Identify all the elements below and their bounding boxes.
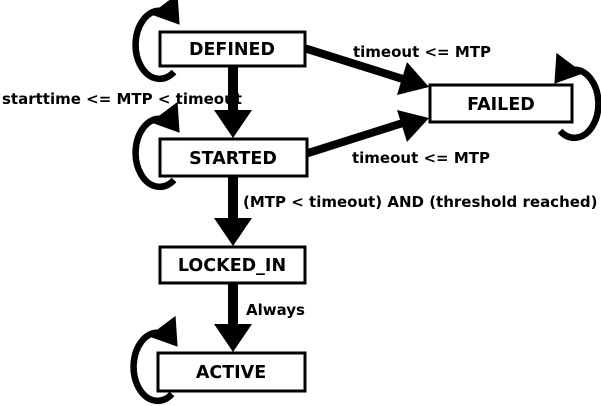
state-label-active: ACTIVE <box>196 363 266 383</box>
arrowhead-defined-to-started <box>214 110 252 138</box>
state-box-active <box>156 351 307 393</box>
edge-started-to-failed <box>303 118 408 158</box>
self-loop-failed <box>554 52 601 141</box>
edge-label-started-to-locked-in: (MTP < timeout) AND (threshold reached) <box>243 193 598 211</box>
arrowhead-started-to-locked-in <box>214 218 252 246</box>
edge-label-defined-to-started: starttime <= MTP < timeout <box>2 90 242 108</box>
state-box-started <box>158 137 309 178</box>
edge-label-locked-in-to-active: Always <box>246 301 305 319</box>
state-box-failed <box>428 83 574 124</box>
state-label-started: STARTED <box>189 149 277 169</box>
arrowhead-started-to-failed <box>397 110 429 142</box>
arrowhead-defined-to-failed <box>397 62 429 95</box>
state-label-defined: DEFINED <box>189 40 275 60</box>
arrowhead-locked-in-to-active <box>214 324 252 352</box>
state-box-defined <box>158 30 307 68</box>
state-label-failed: FAILED <box>467 95 535 115</box>
self-loop-started <box>132 101 180 190</box>
state-label-locked-in: LOCKED_IN <box>178 256 286 276</box>
edge-defined-to-failed <box>302 44 408 84</box>
self-loop-active <box>130 315 178 404</box>
self-loop-defined <box>132 0 180 82</box>
edge-label-defined-to-failed: timeout <= MTP <box>353 43 491 61</box>
state-box-locked-in <box>158 245 307 285</box>
edge-label-started-to-failed: timeout <= MTP <box>352 149 490 167</box>
